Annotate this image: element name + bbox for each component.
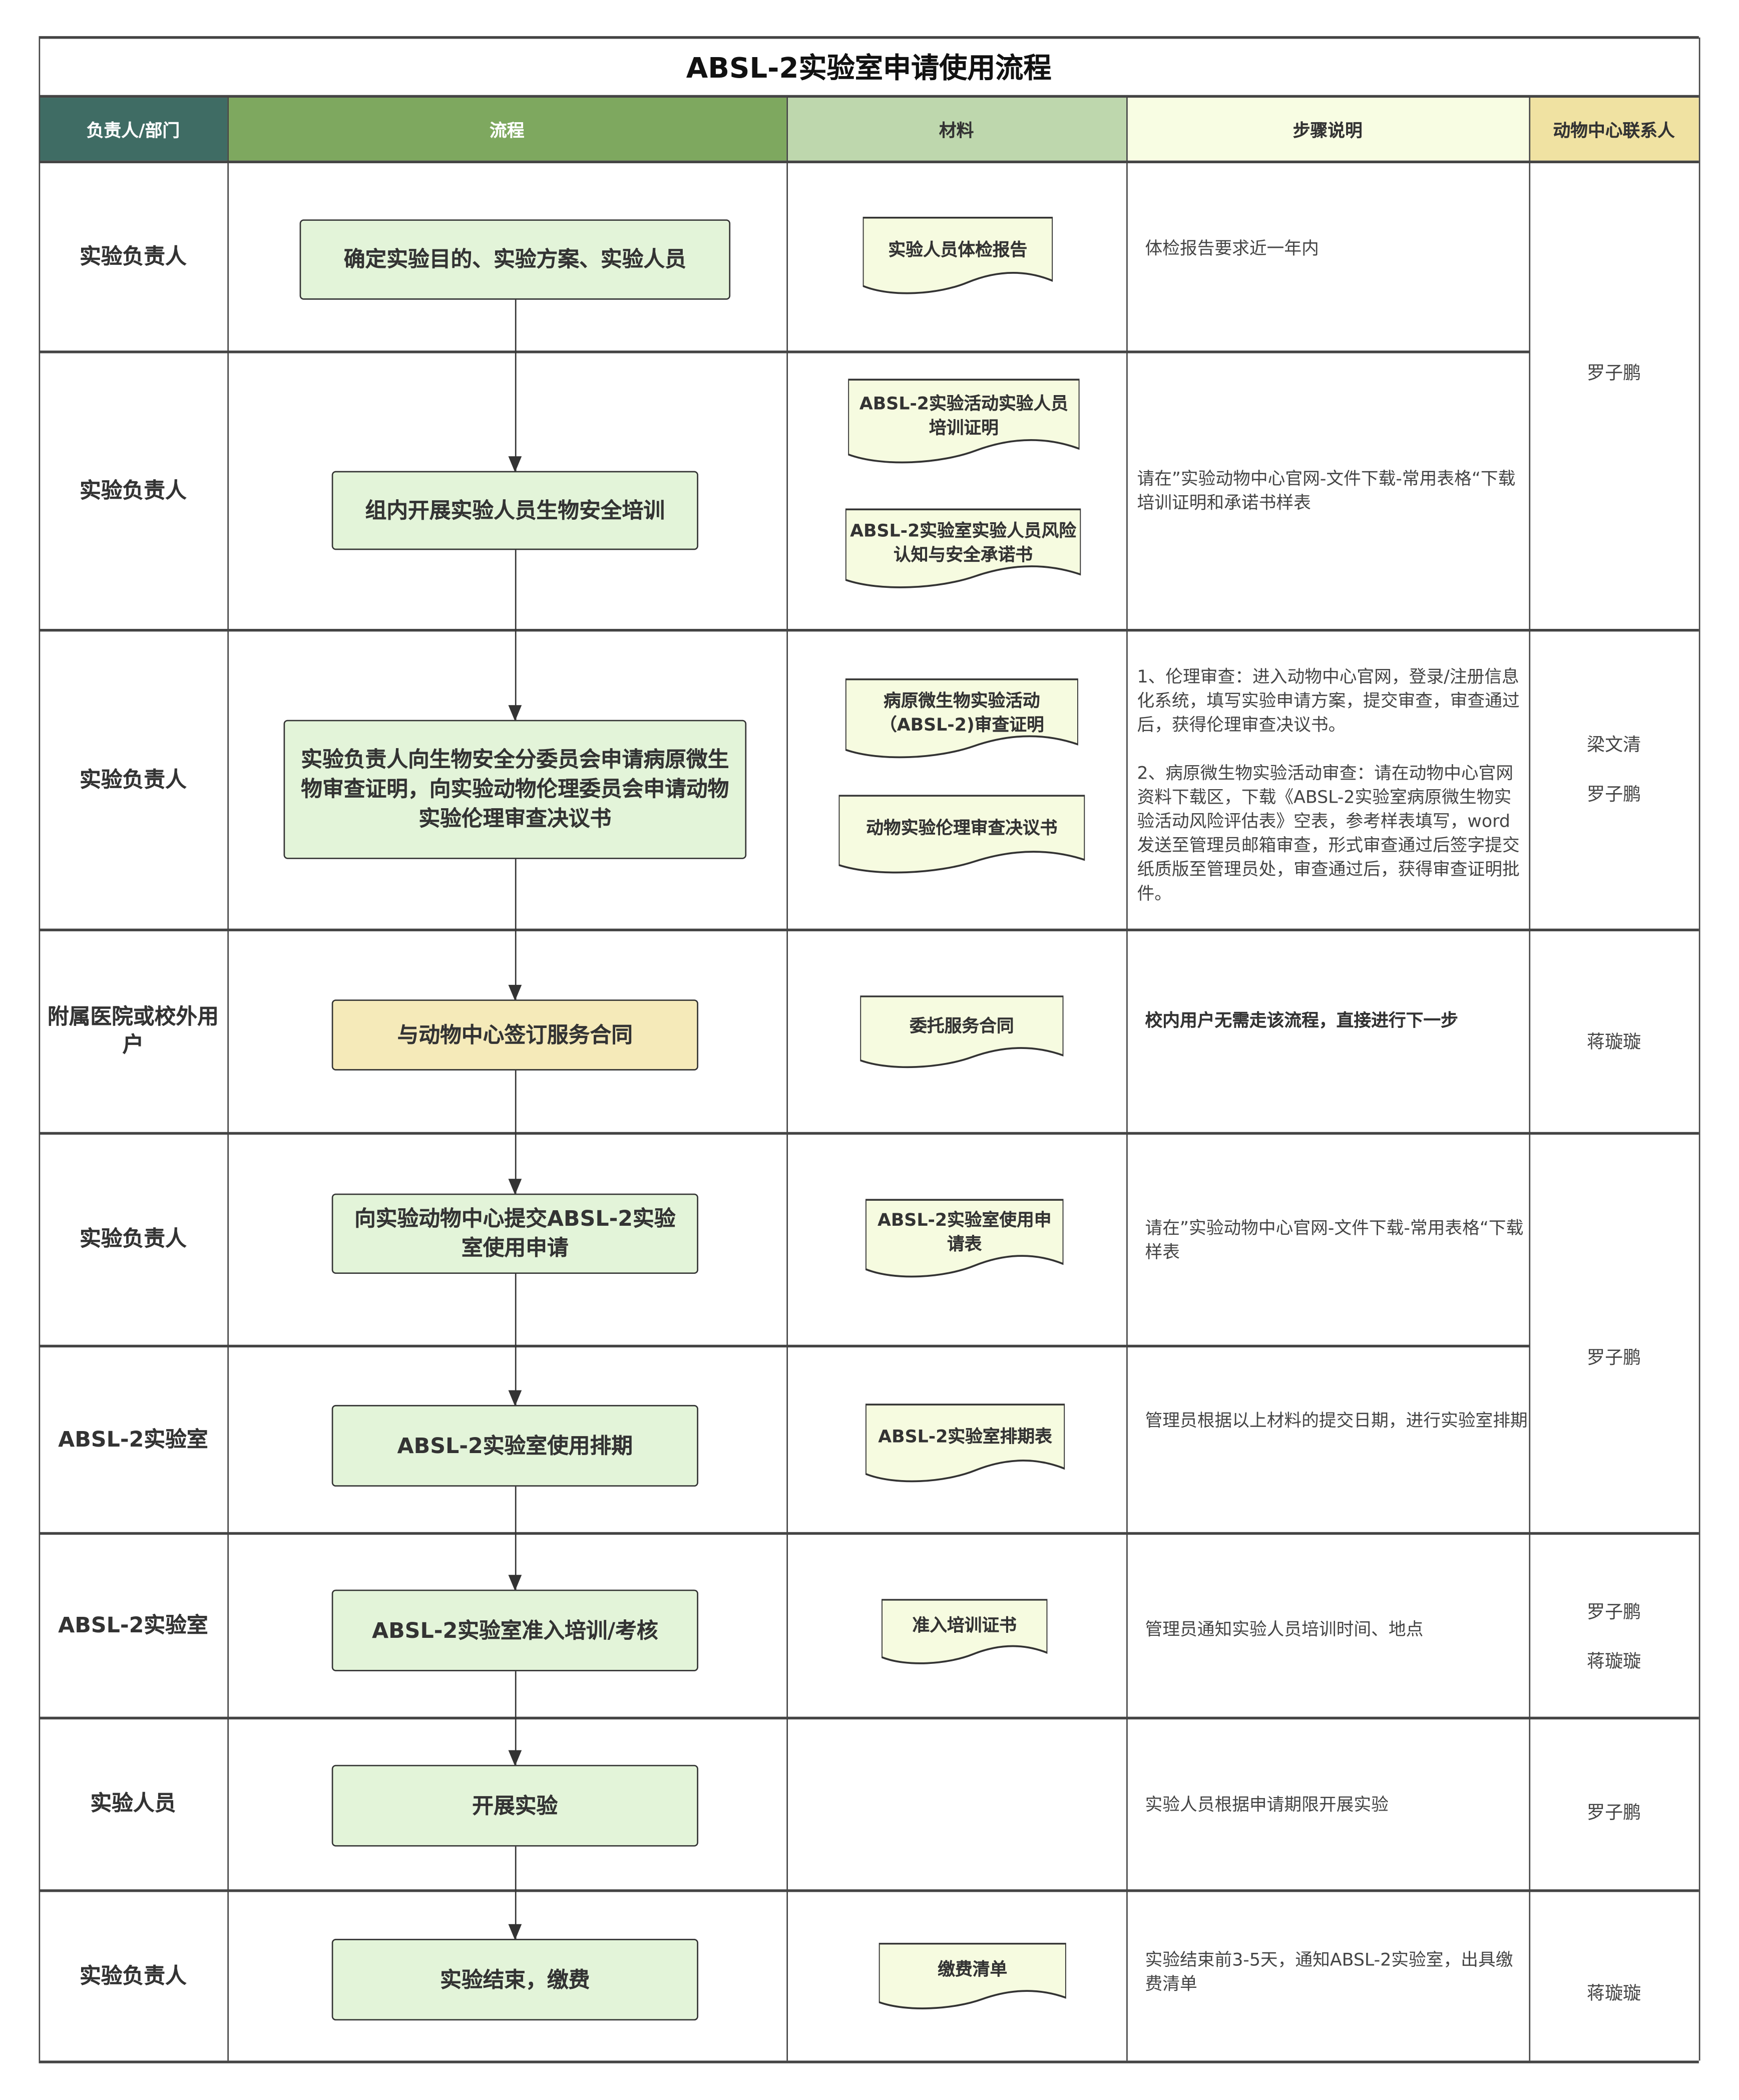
- column-divider: [227, 96, 229, 2061]
- flow-step-box: ABSL-2实验室准入培训/考核: [331, 1589, 698, 1671]
- column-divider: [786, 96, 788, 2061]
- flow-step-box: 实验结束，缴费: [331, 1939, 698, 2021]
- flow-arrow-icon: [508, 1070, 522, 1195]
- header-flow: 流程: [227, 98, 787, 161]
- contact-name: 罗子鹏: [1587, 363, 1641, 384]
- contact-name: 梁文清: [1587, 735, 1641, 756]
- document-shape: 缴费清单: [879, 1943, 1066, 2015]
- column-divider: [1529, 96, 1531, 2061]
- document-shape: 实验人员体检报告: [862, 217, 1053, 301]
- contact-name: 罗子鹏: [1587, 1601, 1641, 1623]
- document-label: 实验人员体检报告: [888, 240, 1028, 260]
- owner-cell: 实验负责人: [79, 243, 187, 268]
- flow-arrow-icon: [508, 859, 522, 1001]
- flow-arrow-icon: [508, 299, 522, 473]
- document-label: ABSL-2实验室排期表: [878, 1428, 1052, 1448]
- contact-name: 蒋璇璇: [1587, 1651, 1641, 1673]
- flow-step-box: ABSL-2实验室使用排期: [331, 1405, 698, 1487]
- document-shape: 动物实验伦理审查决议书: [838, 795, 1085, 880]
- step-description: 实验结束前3-5天，通知ABSL-2实验室，出具缴费清单: [1145, 1951, 1513, 1995]
- owner-cell: ABSL-2实验室: [58, 1611, 208, 1637]
- row-divider: [39, 1132, 1699, 1135]
- header-materials: 材料: [786, 98, 1127, 161]
- document-shape: 病原微生物实验活动（ABSL-2)审查证明: [845, 678, 1078, 766]
- contact-name: 罗子鹏: [1587, 1347, 1641, 1369]
- header-owner: 负责人/部门: [39, 98, 228, 161]
- owner-cell: ABSL-2实验室: [58, 1426, 208, 1452]
- flow-step-box: 实验负责人向生物安全分委员会申请病原微生物审查证明，向实验动物伦理委员会申请动物…: [283, 720, 747, 859]
- document-shape: ABSL-2实验活动实验人员培训证明: [848, 379, 1080, 471]
- row-divider: [39, 351, 1529, 354]
- header-steps: 步骤说明: [1126, 98, 1529, 161]
- step-description: 体检报告要求近一年内: [1145, 239, 1319, 260]
- row-divider: [39, 628, 1699, 632]
- row-divider: [39, 928, 1699, 931]
- step-description: 实验人员根据申请期限开展实验: [1145, 1796, 1389, 1816]
- document-shape: ABSL-2实验室使用申请表: [865, 1199, 1064, 1284]
- flow-step-box: 开展实验: [331, 1765, 698, 1847]
- step-description: 请在”实验动物中心官网-文件下载-常用表格“下载样表: [1145, 1219, 1524, 1263]
- document-label: 准入培训证书: [912, 1615, 1017, 1636]
- document-label: 委托服务合同: [910, 1016, 1014, 1036]
- contact-name: 罗子鹏: [1587, 1802, 1641, 1824]
- step-description: 2、病原微生物实验活动审查：请在动物中心官网资料下载区，下载《ABSL-2实验室…: [1137, 764, 1520, 905]
- flow-arrow-icon: [508, 550, 522, 722]
- header-contact: 动物中心联系人: [1529, 98, 1699, 161]
- document-shape: 委托服务合同: [860, 995, 1064, 1075]
- step-description: 校内用户无需走该流程，直接进行下一步: [1145, 1011, 1458, 1032]
- row-divider: [39, 1344, 1529, 1348]
- step-description: 1、伦理审查：进入动物中心官网，登录/注册信息化系统，填写实验申请方案，提交审查…: [1137, 667, 1520, 736]
- document-label: 缴费清单: [938, 1960, 1008, 1981]
- document-shape: 准入培训证书: [882, 1599, 1048, 1670]
- column-divider: [1126, 96, 1128, 2061]
- step-description: 管理员根据以上材料的提交日期，进行实验室排期: [1145, 1412, 1528, 1432]
- flow-arrow-icon: [508, 1486, 522, 1591]
- flow-step-box: 确定实验目的、实验方案、实验人员: [299, 219, 731, 300]
- row-divider: [39, 160, 1699, 164]
- contact-name: 蒋璇璇: [1587, 1031, 1641, 1054]
- divider: [39, 36, 1699, 39]
- divider: [39, 95, 1699, 98]
- flow-step-box: 组内开展实验人员生物安全培训: [331, 471, 698, 550]
- flow-step-box: 向实验动物中心提交ABSL-2实验室使用申请: [331, 1193, 698, 1274]
- document-label: ABSL-2实验活动实验人员培训证明: [859, 394, 1068, 439]
- document-label: ABSL-2实验室实验人员风险认知与安全承诺书: [850, 521, 1076, 566]
- document-label: 动物实验伦理审查决议书: [866, 819, 1058, 839]
- row-divider: [39, 1889, 1699, 1892]
- owner-cell: 附属医院或校外用户: [47, 1003, 219, 1058]
- row-divider: [39, 1532, 1699, 1535]
- document-shape: ABSL-2实验室实验人员风险认知与安全承诺书: [845, 508, 1081, 595]
- page-title: ABSL-2实验室申请使用流程: [686, 52, 1052, 85]
- row-divider: [39, 2060, 1699, 2063]
- owner-cell: 实验负责人: [79, 766, 187, 792]
- border-right: [1698, 37, 1700, 2061]
- flow-step-box: 与动物中心签订服务合同: [331, 999, 698, 1071]
- flow-arrow-icon: [508, 1846, 522, 1940]
- document-label: ABSL-2实验室使用申请表: [877, 1211, 1052, 1255]
- document-label: 病原微生物实验活动（ABSL-2)审查证明: [880, 691, 1044, 736]
- flow-arrow-icon: [508, 1274, 522, 1407]
- owner-cell: 实验负责人: [79, 477, 187, 503]
- step-description: 请在”实验动物中心官网-文件下载-常用表格“下载培训证明和承诺书样表: [1137, 469, 1516, 514]
- document-shape: ABSL-2实验室排期表: [865, 1404, 1065, 1489]
- owner-cell: 实验负责人: [79, 1225, 187, 1251]
- contact-name: 罗子鹏: [1587, 784, 1641, 806]
- owner-cell: 实验人员: [90, 1790, 176, 1816]
- contact-name: 蒋璇璇: [1587, 1983, 1641, 2005]
- owner-cell: 实验负责人: [79, 1962, 187, 1988]
- border-left: [39, 37, 41, 2061]
- row-divider: [39, 1716, 1699, 1719]
- step-description: 管理员通知实验人员培训时间、地点: [1145, 1620, 1424, 1641]
- flow-arrow-icon: [508, 1671, 522, 1767]
